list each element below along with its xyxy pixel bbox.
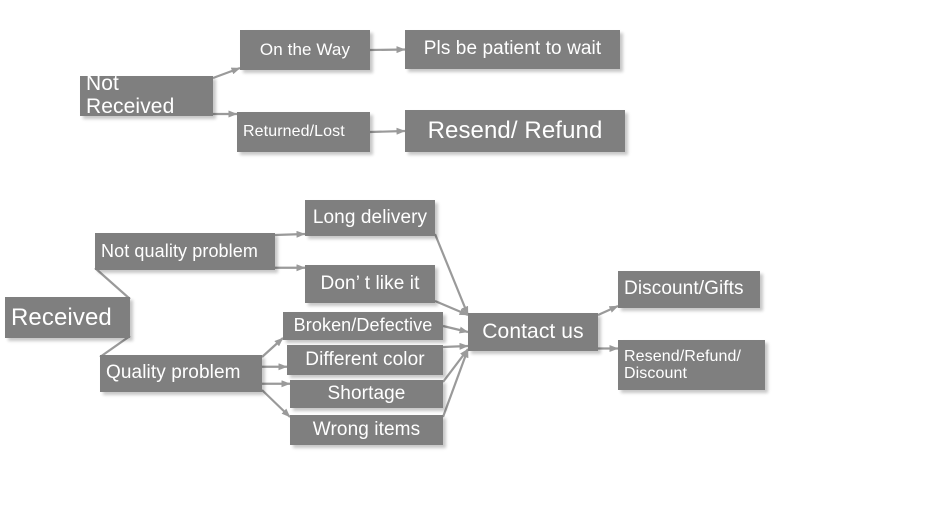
node-label: Resend/ Refund xyxy=(427,117,603,145)
node-long_delivery[interactable]: Long delivery xyxy=(305,200,435,236)
connector-quality-wrong_items xyxy=(261,389,291,418)
node-diff_color[interactable]: Different color xyxy=(287,345,443,375)
node-label: Pls be patient to wait xyxy=(423,38,602,60)
node-label: Received xyxy=(11,303,112,331)
node-label: Contact us xyxy=(482,319,584,343)
node-discount_gifts[interactable]: Discount/Gifts xyxy=(618,271,760,308)
connector-broken-contact xyxy=(442,324,469,334)
connector-received-quality xyxy=(99,335,131,358)
connector-not_received-on_the_way xyxy=(212,66,241,80)
node-label: Returned/Lost xyxy=(243,123,345,141)
node-on_the_way[interactable]: On the Way xyxy=(240,30,370,70)
node-label: Wrong items xyxy=(312,418,421,440)
node-quality[interactable]: Quality problem xyxy=(100,355,262,392)
node-label: On the Way xyxy=(259,39,351,59)
node-label: Discount/Gifts xyxy=(624,278,744,300)
node-pls_wait[interactable]: Pls be patient to wait xyxy=(405,30,620,69)
node-label: Not quality problem xyxy=(101,240,258,261)
node-resend_refund_discount[interactable]: Resend/Refund/ Discount xyxy=(618,340,765,390)
node-resend_refund[interactable]: Resend/ Refund xyxy=(405,110,625,152)
node-contact_us[interactable]: Contact us xyxy=(468,313,598,351)
node-returned_lost[interactable]: Returned/Lost xyxy=(237,112,370,152)
connector-diff_color-contact xyxy=(442,342,469,350)
node-label: Not Received xyxy=(86,72,175,118)
node-received[interactable]: Received xyxy=(5,297,130,338)
connector-wrong_items-contact xyxy=(441,348,470,418)
connector-on_the_way-pls_wait xyxy=(369,46,406,54)
connector-long_delivery-contact xyxy=(433,233,470,316)
node-dont_like[interactable]: Don’ t like it xyxy=(305,265,435,303)
node-label: Don’ t like it xyxy=(320,272,420,294)
connector-contact-discount_gifts xyxy=(597,304,619,317)
connector-returned-resend_refund xyxy=(369,127,406,135)
node-broken[interactable]: Broken/Defective xyxy=(283,312,443,340)
node-not_quality[interactable]: Not quality problem xyxy=(95,233,275,270)
connector-shortage-contact xyxy=(442,348,469,383)
node-label: Broken/Defective xyxy=(293,315,433,336)
node-wrong_items[interactable]: Wrong items xyxy=(290,415,443,445)
node-label: Resend/Refund/ Discount xyxy=(624,347,742,382)
node-not_received[interactable]: Not Received xyxy=(80,72,213,118)
node-shortage[interactable]: Shortage xyxy=(290,380,443,408)
node-label: Shortage xyxy=(327,382,406,404)
node-label: Quality problem xyxy=(106,362,241,384)
connector-quality-broken xyxy=(261,337,284,358)
node-label: Different color xyxy=(305,348,425,370)
connector-not_quality-long_delivery xyxy=(274,230,306,238)
connector-received-not_quality xyxy=(94,267,131,300)
node-label: Long delivery xyxy=(312,206,428,228)
